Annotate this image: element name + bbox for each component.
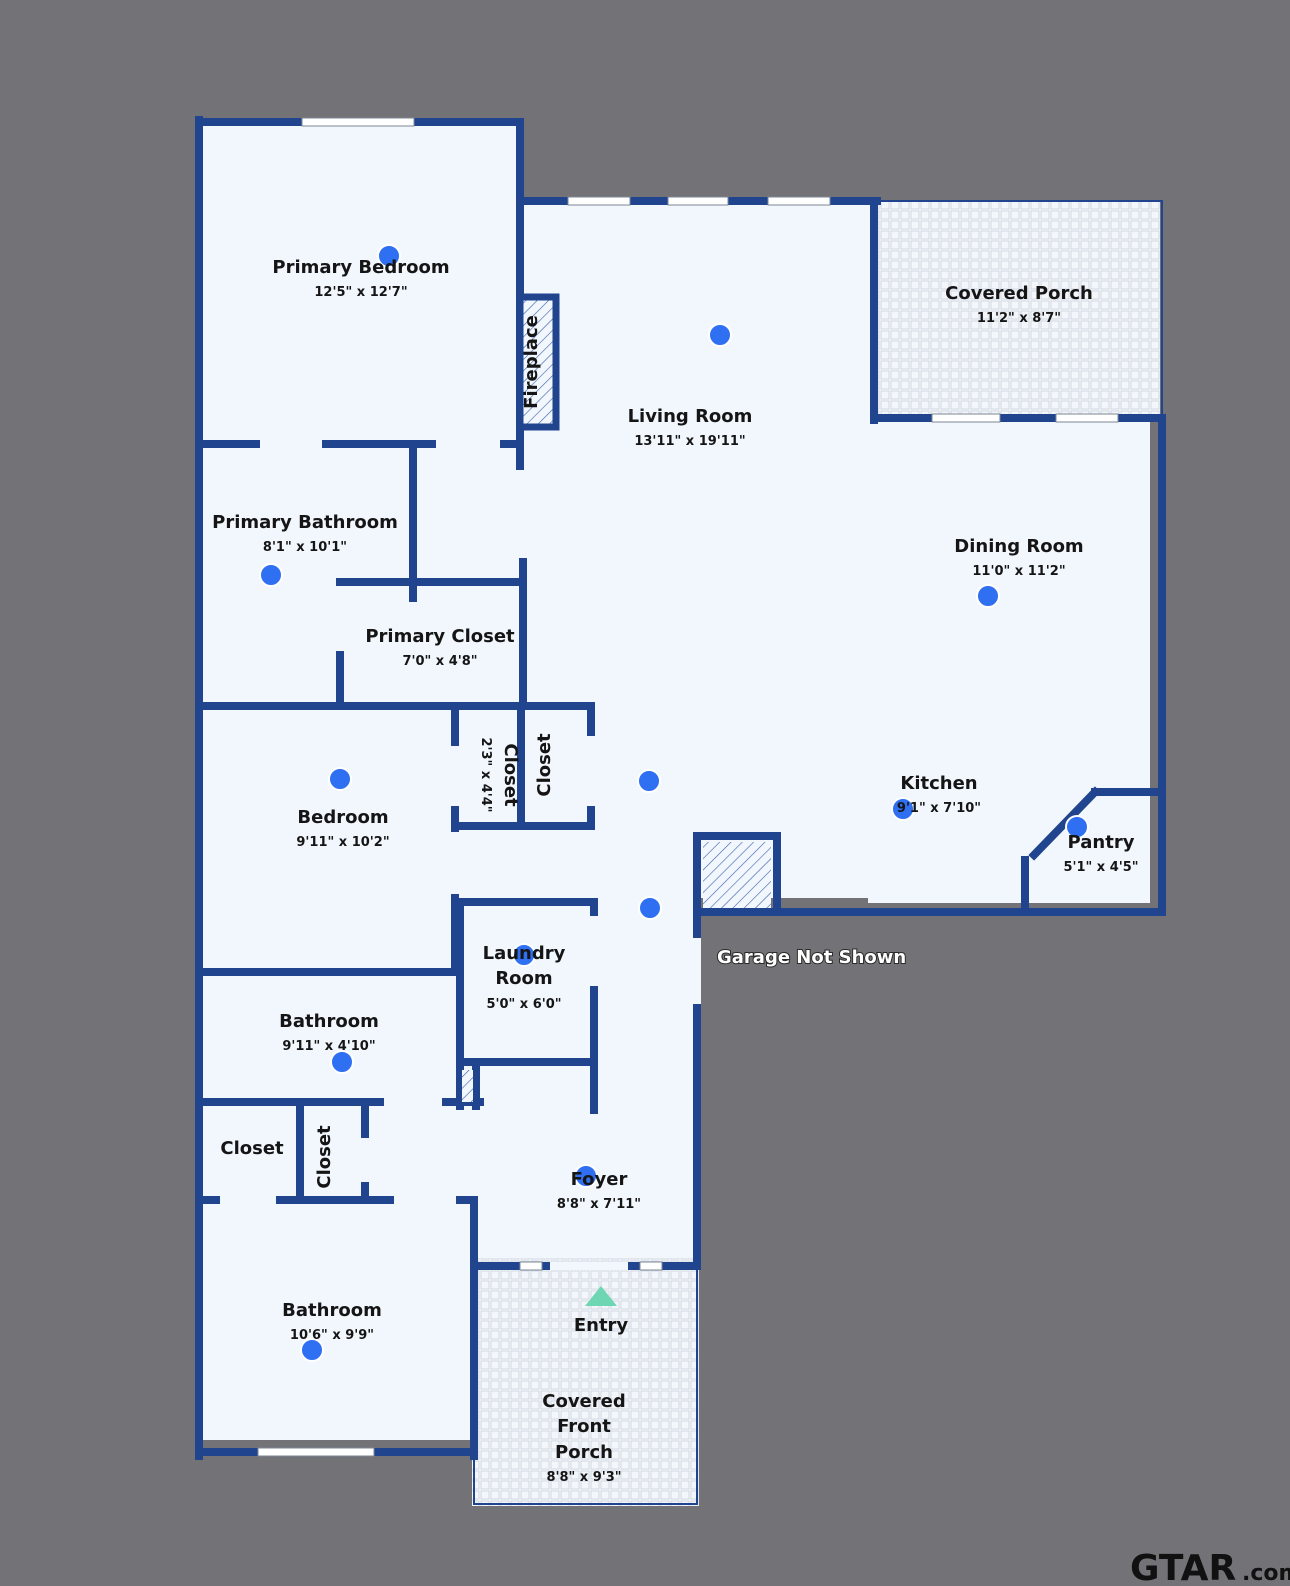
front-porch-line2: Front [557,1416,611,1437]
room-labels: Primary Bedroom 12'5" x 12'7" Covered Po… [212,257,1138,1485]
laundry-dims: 5'0" x 6'0" [486,997,561,1012]
covered-porch-dims: 11'2" x 8'7" [977,311,1061,326]
floor-closets [198,1090,368,1190]
hotspot-bathroom-large[interactable] [300,1338,324,1362]
entry-marker-icon [585,1286,617,1306]
hotspots [259,244,1089,1362]
floor-bathroom-small [198,965,456,1090]
floor-primary-bath [198,442,520,700]
gtar-logo-suffix: .com [1242,1561,1290,1586]
hotspot-foyer[interactable] [574,1164,598,1188]
hall-closet-a-name: Closet [500,743,521,807]
hotspot-kitchen[interactable] [891,797,915,821]
living-room-name: Living Room [628,406,753,427]
hotspot-bathroom-small[interactable] [330,1050,354,1074]
floor-primary-bedroom [198,120,518,442]
kitchen-dims: 9'1" x 7'10" [897,801,981,816]
floor-covered-front-porch [472,1258,699,1506]
garage-not-shown-note: Garage Not Shown [717,947,906,968]
hotspot-living-room[interactable] [708,323,732,347]
primary-closet-dims: 7'0" x 4'8" [402,654,477,669]
primary-closet-name: Primary Closet [365,626,515,647]
front-porch-line3: Porch [555,1442,613,1463]
covered-porch-name: Covered Porch [945,283,1093,304]
doorways [220,440,701,1270]
fireplace-label: Fireplace [521,315,542,409]
foyer-dims: 8'8" x 7'11" [557,1197,641,1212]
hall-closet-a-dims: 2'3" x 4'4" [478,737,493,812]
hall-closet-b-name: Closet [534,733,555,797]
pantry-name: Pantry [1068,832,1135,853]
bathroom-small-name: Bathroom [279,1011,379,1032]
floor-dining-kitchen [868,415,1150,903]
laundry-line2: Room [495,968,552,989]
front-porch-dims: 8'8" x 9'3" [546,1470,621,1485]
dining-room-name: Dining Room [954,536,1083,557]
bathroom-large-dims: 10'6" x 9'9" [290,1328,374,1343]
laundry-shelf-hatch [462,1070,473,1102]
fireplace [516,293,560,431]
hotspot-hall-lower[interactable] [638,896,662,920]
primary-bedroom-name: Primary Bedroom [272,257,449,278]
hotspot-primary-bathroom[interactable] [259,563,283,587]
entry-label: Entry [574,1315,629,1336]
primary-bedroom-dims: 12'5" x 12'7" [314,285,407,300]
floor-bedroom [198,700,456,965]
floor-covered-porch [870,200,1160,414]
primary-bathroom-name: Primary Bathroom [212,512,398,533]
floor-bathroom-large [198,1190,470,1440]
covered-porch-outline [873,200,1163,419]
closet-vertical-name: Closet [314,1125,335,1189]
bathroom-large-name: Bathroom [282,1300,382,1321]
bedroom-dims: 9'11" x 10'2" [296,835,389,850]
windows [257,117,1119,1457]
primary-bathroom-dims: 8'1" x 10'1" [263,540,347,555]
floors [198,120,1160,1506]
front-porch-line1: Covered [542,1391,626,1412]
column-hatch [703,842,771,908]
bedroom-name: Bedroom [297,807,388,828]
hotspot-primary-bedroom[interactable] [377,244,401,268]
pantry-dims: 5'1" x 4'5" [1063,860,1138,875]
kitchen-name: Kitchen [900,773,977,794]
closet-left-name: Closet [220,1138,284,1159]
living-room-dims: 13'11" x 19'11" [634,434,745,449]
foyer-name: Foyer [571,1169,628,1190]
dining-room-dims: 11'0" x 11'2" [972,564,1065,579]
hotspot-pantry[interactable] [1065,815,1089,839]
laundry-line1: Laundry [483,943,566,964]
hotspot-laundry[interactable] [512,943,536,967]
hotspot-bedroom[interactable] [328,767,352,791]
hotspot-dining-room[interactable] [976,584,1000,608]
bathroom-small-dims: 9'11" x 4'10" [282,1039,375,1054]
gtar-logo: GTAR [1130,1548,1236,1586]
hotspot-hall[interactable] [637,769,661,793]
